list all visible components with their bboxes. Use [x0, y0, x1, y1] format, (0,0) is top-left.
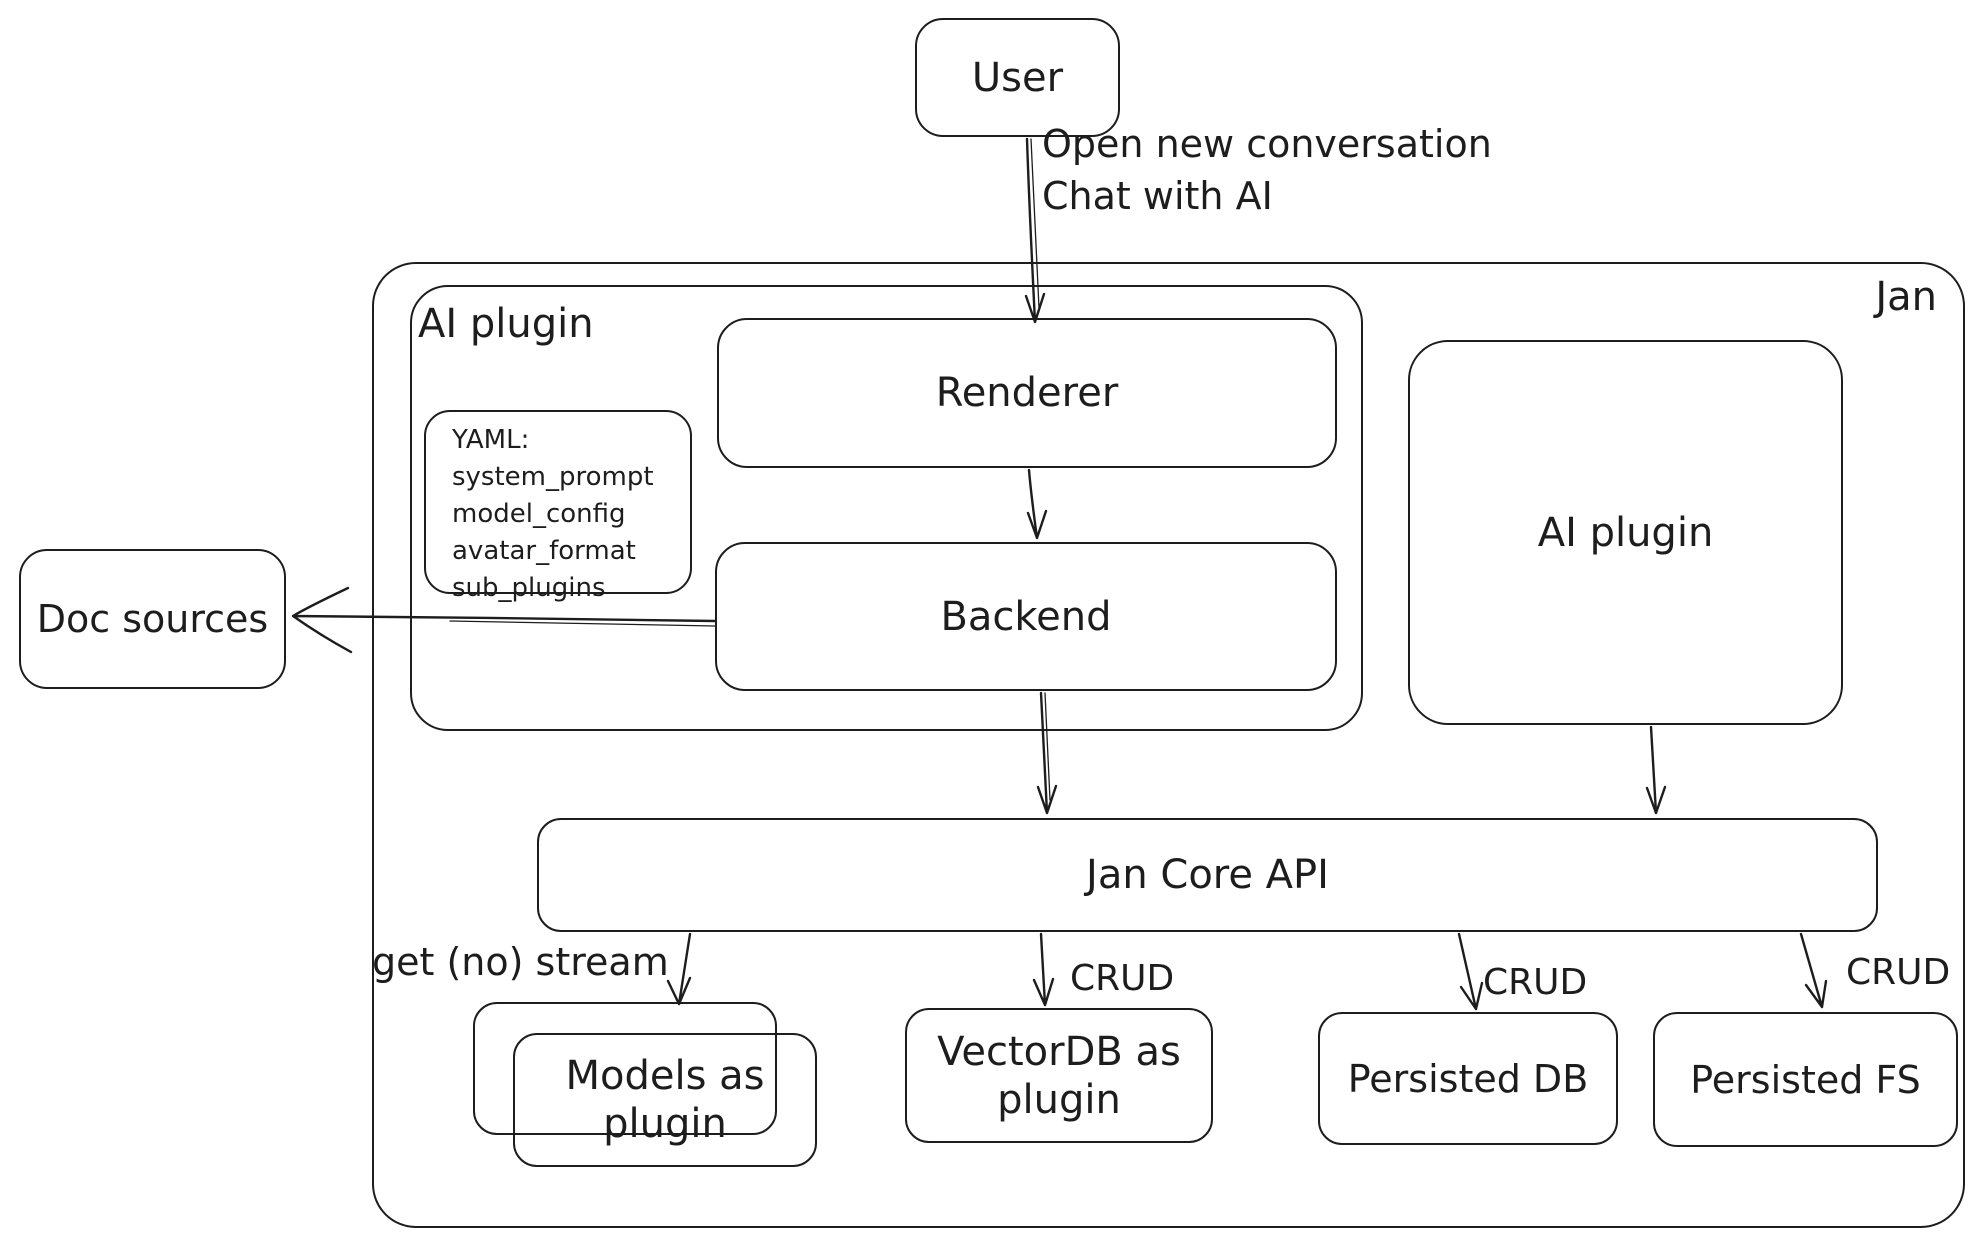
edge-label-crud-vectordb: CRUD [1070, 958, 1175, 999]
edge-label-get-no-stream: get (no) stream [372, 940, 669, 984]
doc-sources-node: Doc sources [19, 549, 286, 689]
models-plugin-label: Models as plugin [565, 1053, 765, 1147]
models-plugin-node: Models as plugin [513, 1033, 817, 1167]
vectordb-plugin-label: VectorDB as plugin [937, 1028, 1181, 1123]
jan-core-api-node: Jan Core API [537, 818, 1878, 932]
edge-label-open-conversation: Open new conversation Chat with AI [1042, 118, 1492, 223]
edge-label-open-conversation-line1: Open new conversation [1042, 122, 1492, 166]
yaml-note-line-system-prompt: system_prompt [452, 461, 654, 492]
renderer-label: Renderer [935, 370, 1119, 416]
yaml-note-line-title: YAML: [452, 425, 530, 455]
jan-container: Jan [372, 262, 1965, 1228]
user-label: User [971, 54, 1064, 101]
jan-label: Jan [1875, 274, 1937, 320]
user-node: User [915, 18, 1120, 137]
renderer-node: Renderer [717, 318, 1337, 468]
ai-plugin-node: AI plugin [1408, 340, 1843, 725]
yaml-note-line-sub-plugins: sub_plugins [452, 572, 606, 603]
ai-plugin-label: AI plugin [1537, 509, 1714, 556]
backend-label: Backend [940, 593, 1112, 640]
backend-node: Backend [715, 542, 1337, 691]
models-plugin-back-node [473, 1002, 777, 1135]
persisted-db-label: Persisted DB [1347, 1056, 1589, 1101]
persisted-fs-node: Persisted FS [1653, 1012, 1958, 1147]
persisted-db-node: Persisted DB [1318, 1012, 1618, 1145]
doc-sources-label: Doc sources [36, 597, 269, 641]
ai-plugin-group-label: AI plugin [418, 301, 594, 347]
edge-label-open-conversation-line2: Chat with AI [1042, 174, 1273, 219]
yaml-note: YAML: system_prompt model_config avatar_… [424, 410, 692, 603]
edge-label-crud-persisted-fs: CRUD [1846, 952, 1951, 993]
ai-plugin-group: AI plugin [410, 285, 1363, 731]
yaml-note-line-avatar-format: avatar_format [452, 535, 636, 566]
vectordb-plugin-node: VectorDB as plugin [905, 1008, 1213, 1143]
persisted-fs-label: Persisted FS [1690, 1057, 1921, 1102]
jan-core-api-label: Jan Core API [1086, 852, 1329, 898]
yaml-note-line-model-config: model_config [452, 498, 626, 529]
edge-label-crud-persisted-db: CRUD [1483, 962, 1588, 1003]
